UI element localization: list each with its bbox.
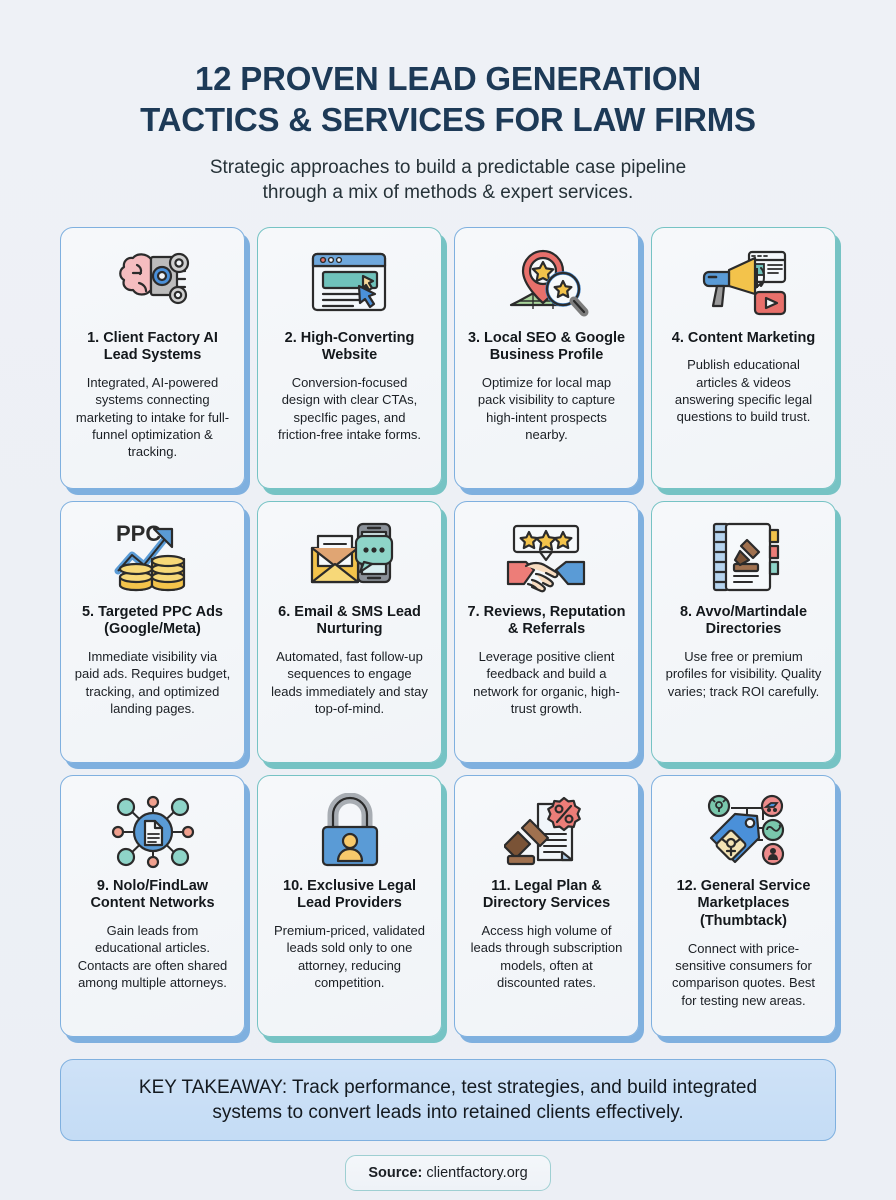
- tactic-card-description: Conversion-focused design with clear CTA…: [277, 375, 422, 442]
- price-tag-services-icon: [662, 790, 825, 874]
- tactic-card-description: Connect with price-sensitive consumers f…: [671, 941, 816, 1008]
- tactic-card-title: 8. Avvo/Martindale Directories: [679, 603, 808, 638]
- tactic-card-description: Leverage positive client feedback and bu…: [473, 649, 620, 716]
- tactic-card-title: 5. Targeted PPC Ads (Google/Meta): [81, 603, 223, 638]
- browser-cursor-icon: [268, 242, 431, 326]
- map-pin-star-magnifier-icon: [465, 242, 628, 326]
- key-takeaway-banner: KEY TAKEAWAY: Track performance, test st…: [60, 1058, 836, 1142]
- ppc-coins-arrow-icon: PPC: [71, 516, 234, 600]
- subtitle-line-2: through a mix of methods & expert servic…: [262, 181, 634, 203]
- source-label: Source:: [368, 1165, 423, 1182]
- source-badge: Source: clientfactory.org: [345, 1155, 551, 1192]
- tactic-card-description: Integrated, AI-powered systems connectin…: [75, 375, 230, 459]
- tactic-card-description: Premium-priced, validated leads sold onl…: [273, 923, 425, 990]
- tactic-card-description: Automated, fast follow-up sequences to e…: [271, 649, 428, 716]
- tactic-card-description: Gain leads from educational articles. Co…: [77, 923, 228, 990]
- tactic-card-description: Optimize for local map pack visibility t…: [477, 375, 616, 442]
- tactic-card-title: 2. High-Converting Website: [284, 329, 415, 364]
- title-line-2: TACTICS & SERVICES FOR LAW FIRMS: [140, 101, 756, 139]
- tactic-card-description: Use free or premium profiles for visibil…: [665, 649, 822, 699]
- source-value: clientfactory.org: [422, 1165, 528, 1182]
- tactic-card-wrap: 12. General Service Marketplaces (Thumbt…: [651, 774, 836, 1037]
- document-network-icon: [71, 790, 234, 874]
- source-row: Source: clientfactory.org: [60, 1155, 836, 1192]
- legal-directory-book-gavel-icon: [662, 516, 825, 600]
- brain-gears-icon: [71, 242, 234, 326]
- title-line-1: 12 PROVEN LEAD GENERATION: [195, 60, 701, 97]
- tactic-card-title: 10. Exclusive Legal Lead Providers: [283, 877, 416, 912]
- envelope-phone-chat-icon: [268, 516, 431, 600]
- gavel-document-discount-icon: [465, 790, 628, 874]
- tactic-card-5[interactable]: PPC 5. Targeted PPC Ads (Google/Meta) Imm…: [60, 500, 245, 763]
- subtitle-line-1: Strategic approaches to build a predicta…: [209, 156, 687, 178]
- tactic-card-12[interactable]: 12. General Service Marketplaces (Thumbt…: [651, 774, 836, 1037]
- handshake-stars-icon: [465, 516, 628, 600]
- tactic-card-title: 3. Local SEO & Google Business Profile: [467, 329, 626, 364]
- tactic-card-title: 4. Content Marketing: [671, 329, 816, 346]
- padlock-person-icon: [268, 790, 431, 874]
- tactic-card-description: Immediate visibility via paid ads. Requi…: [74, 649, 231, 716]
- header: 12 PROVEN LEAD GENERATION TACTICS & SERV…: [60, 0, 836, 205]
- tactic-card-title: 11. Legal Plan & Directory Services: [482, 877, 611, 912]
- svg-text:PPC: PPC: [116, 521, 161, 546]
- megaphone-article-video-icon: [662, 242, 825, 326]
- tactic-card-description: Publish educational articles & videos an…: [674, 357, 813, 424]
- tactic-card-wrap: PPC 5. Targeted PPC Ads (Google/Meta) Imm…: [60, 500, 245, 763]
- takeaway-line-2: systems to convert leads into retained c…: [212, 1101, 684, 1123]
- tactic-card-title: 7. Reviews, Reputation & Referrals: [467, 603, 626, 638]
- tactic-card-title: 9. Nolo/FindLaw Content Networks: [90, 877, 215, 912]
- page-title: 12 PROVEN LEAD GENERATION TACTICS & SERV…: [60, 58, 836, 141]
- tactic-card-title: 6. Email & SMS Lead Nurturing: [278, 603, 421, 638]
- tactic-card-title: 1. Client Factory AI Lead Systems: [87, 329, 218, 364]
- tactic-card-title: 12. General Service Marketplaces (Thumbt…: [676, 877, 811, 930]
- tactic-card-description: Access high volume of leads through subs…: [470, 923, 623, 990]
- page-subtitle: Strategic approaches to build a predicta…: [60, 155, 836, 205]
- takeaway-line-1: KEY TAKEAWAY: Track performance, test st…: [138, 1076, 758, 1098]
